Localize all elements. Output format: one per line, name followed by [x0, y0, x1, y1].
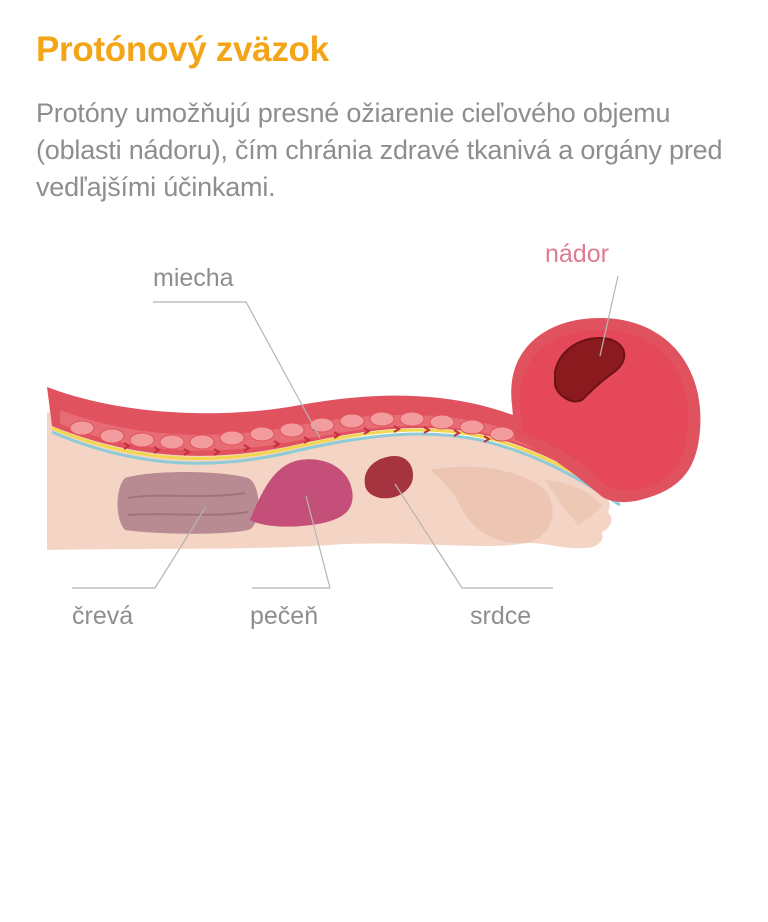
leader-lines	[72, 275, 619, 589]
label-spinal-cord: miecha	[153, 264, 234, 292]
tumor-shape	[554, 337, 626, 403]
back-muscle	[47, 387, 620, 498]
label-heart: srdce	[470, 602, 531, 630]
liver-shape	[250, 459, 353, 527]
chin-shading	[545, 480, 602, 525]
label-liver: pečeň	[250, 602, 318, 630]
vertebrae	[69, 411, 515, 450]
vertebrae-marks	[123, 425, 491, 456]
label-intestines: črevá	[72, 602, 133, 630]
description-text: Protóny umožňujú presné ožiarenie cieľov…	[36, 98, 723, 202]
heart-shape	[364, 456, 414, 499]
spine-stripe-yellow	[51, 426, 621, 503]
shoulder-shading	[430, 466, 553, 544]
spine-stripe-blue	[51, 430, 621, 507]
page-title: Protónový zväzok	[36, 30, 329, 69]
label-tumor: nádor	[545, 240, 609, 268]
intestines-folds	[127, 492, 249, 516]
intestines-shape	[117, 472, 259, 534]
